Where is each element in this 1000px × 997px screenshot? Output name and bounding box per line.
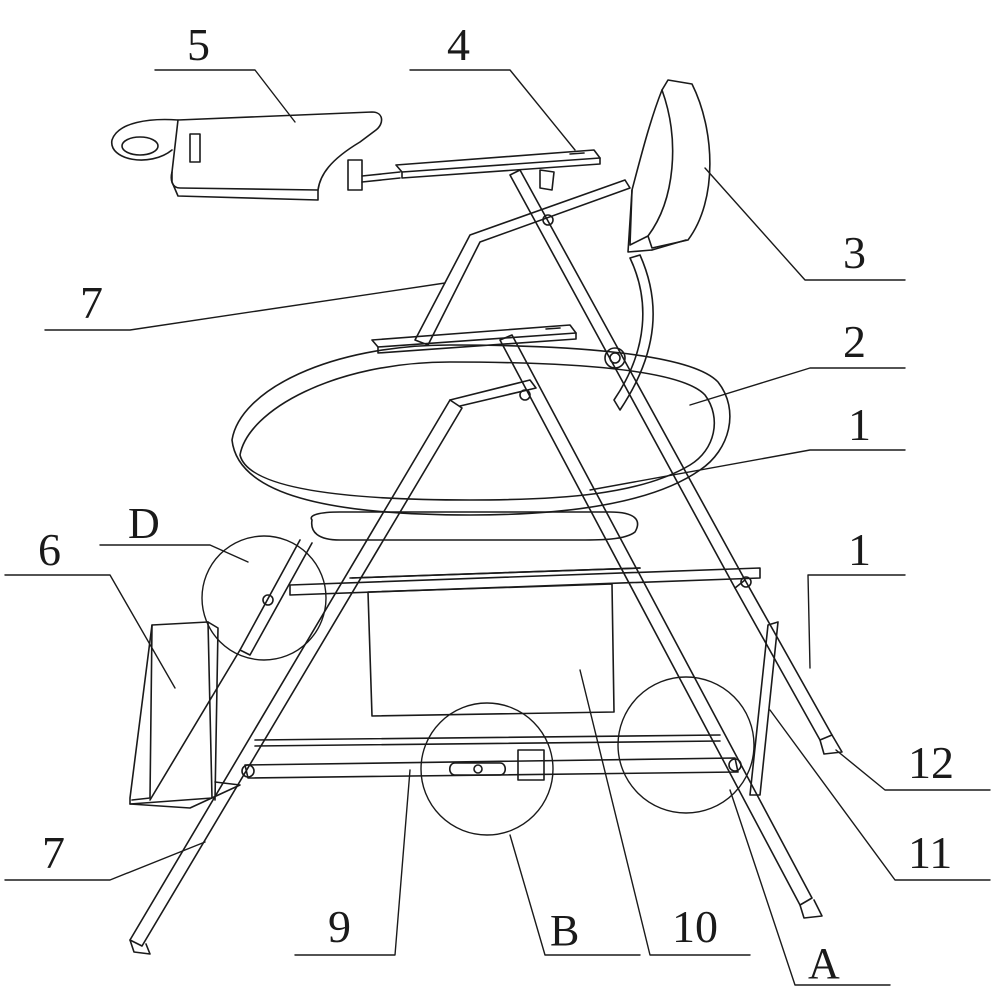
- label-2: 2: [843, 316, 866, 367]
- side-lever: [749, 621, 779, 796]
- label-12: 12: [908, 737, 954, 788]
- back-support-bar: [604, 254, 654, 411]
- label-10: 10: [672, 901, 718, 952]
- label-3: 3: [843, 227, 866, 278]
- leader-lines: [4, 69, 991, 986]
- seat-cushion: [231, 344, 731, 541]
- label-D: D: [128, 499, 160, 548]
- label-5: 5: [187, 19, 210, 70]
- bottom-crossbar: [241, 734, 742, 781]
- label-1-upper: 1: [848, 399, 871, 450]
- label-1-lower: 1: [848, 524, 871, 575]
- foot-rest: [129, 621, 241, 809]
- detail-circle-d: [201, 535, 327, 661]
- label-B: B: [550, 906, 579, 955]
- frame-front: [129, 334, 823, 955]
- label-9: 9: [328, 901, 351, 952]
- labels: 5 4 3 7 2 1 D 6 1 12 11 7 9 B 10 A: [38, 19, 954, 988]
- rear-left-leg: [149, 539, 313, 801]
- frame-back: [414, 169, 843, 755]
- label-7-top: 7: [80, 277, 103, 328]
- detail-circles: [201, 535, 755, 836]
- label-A: A: [808, 939, 840, 988]
- armrest-upper: [395, 149, 601, 179]
- label-4: 4: [447, 19, 470, 70]
- armrest-lower: [371, 324, 577, 354]
- detail-circle-b: [420, 702, 554, 836]
- writing-tray: [111, 111, 401, 201]
- label-6: 6: [38, 524, 61, 575]
- backrest: [627, 79, 711, 253]
- label-11: 11: [908, 827, 952, 878]
- storage-bag: [351, 567, 641, 717]
- detail-circle-a: [617, 676, 755, 814]
- label-7-bottom: 7: [42, 827, 65, 878]
